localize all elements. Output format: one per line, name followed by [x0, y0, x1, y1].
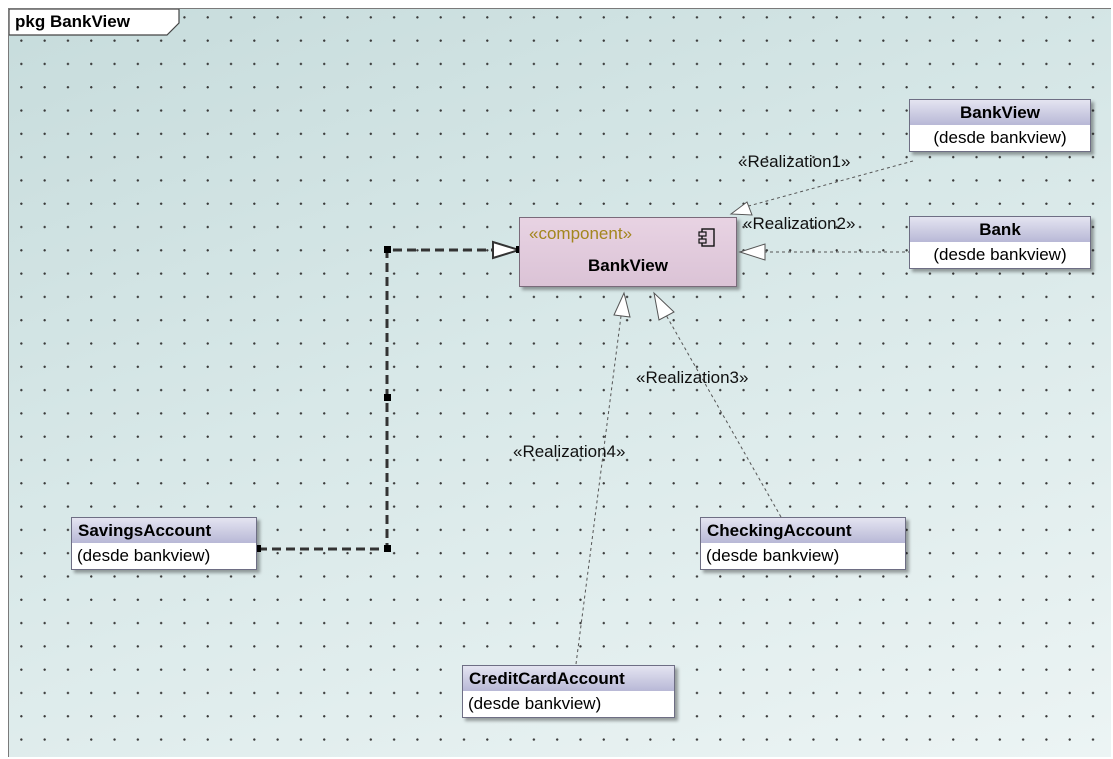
- node-source: (desde bankview): [72, 543, 256, 569]
- node-source: (desde bankview): [463, 691, 674, 717]
- realization4-line[interactable]: [575, 315, 622, 665]
- component-name: BankView: [587, 256, 668, 275]
- selection-handle[interactable]: [384, 394, 391, 401]
- realization2-arrowhead: [738, 243, 766, 261]
- relation-label[interactable]: «Realization2»: [743, 214, 856, 233]
- realization3-line[interactable]: [665, 314, 782, 518]
- node-name: CheckingAccount: [701, 518, 905, 543]
- selection-handle[interactable]: [254, 545, 261, 552]
- relation-label[interactable]: «Realization1»: [738, 152, 851, 171]
- realization3-arrowhead: [653, 291, 675, 321]
- selection-handle[interactable]: [384, 545, 391, 552]
- component-icon: [698, 228, 715, 247]
- relation-label[interactable]: «Realization4»: [513, 442, 626, 461]
- relation-label[interactable]: «Realization3»: [636, 368, 749, 387]
- node-bankview[interactable]: BankView (desde bankview): [909, 99, 1091, 152]
- node-source: (desde bankview): [910, 242, 1090, 268]
- package-frame-label: pkg BankView: [15, 12, 130, 31]
- relationship-layer: [254, 160, 914, 665]
- realization1-arrowhead: [729, 201, 753, 216]
- node-name: Bank: [910, 217, 1090, 242]
- node-name: SavingsAccount: [72, 518, 256, 543]
- node-name: BankView: [910, 100, 1090, 125]
- component-bankview[interactable]: «component» BankView: [519, 217, 737, 287]
- node-checkingaccount[interactable]: CheckingAccount (desde bankview): [700, 517, 906, 570]
- node-name: CreditCardAccount: [463, 666, 674, 691]
- diagram-canvas[interactable]: pkg BankView «component» BankView BankVi…: [8, 8, 1111, 757]
- savings-dependency-line[interactable]: [258, 248, 497, 551]
- realization4-arrowhead: [613, 291, 631, 318]
- node-source: (desde bankview): [910, 125, 1090, 151]
- component-stereotype: «component»: [529, 224, 633, 243]
- node-source: (desde bankview): [701, 543, 905, 569]
- package-frame-tab: pkg BankView: [9, 9, 180, 36]
- selection-handle[interactable]: [384, 246, 391, 253]
- node-savingsaccount[interactable]: SavingsAccount (desde bankview): [71, 517, 257, 570]
- node-bank[interactable]: Bank (desde bankview): [909, 216, 1091, 269]
- node-creditcardaccount[interactable]: CreditCardAccount (desde bankview): [462, 665, 675, 718]
- savings-dependency-arrowhead: [492, 240, 523, 260]
- realization1-line[interactable]: [744, 160, 914, 208]
